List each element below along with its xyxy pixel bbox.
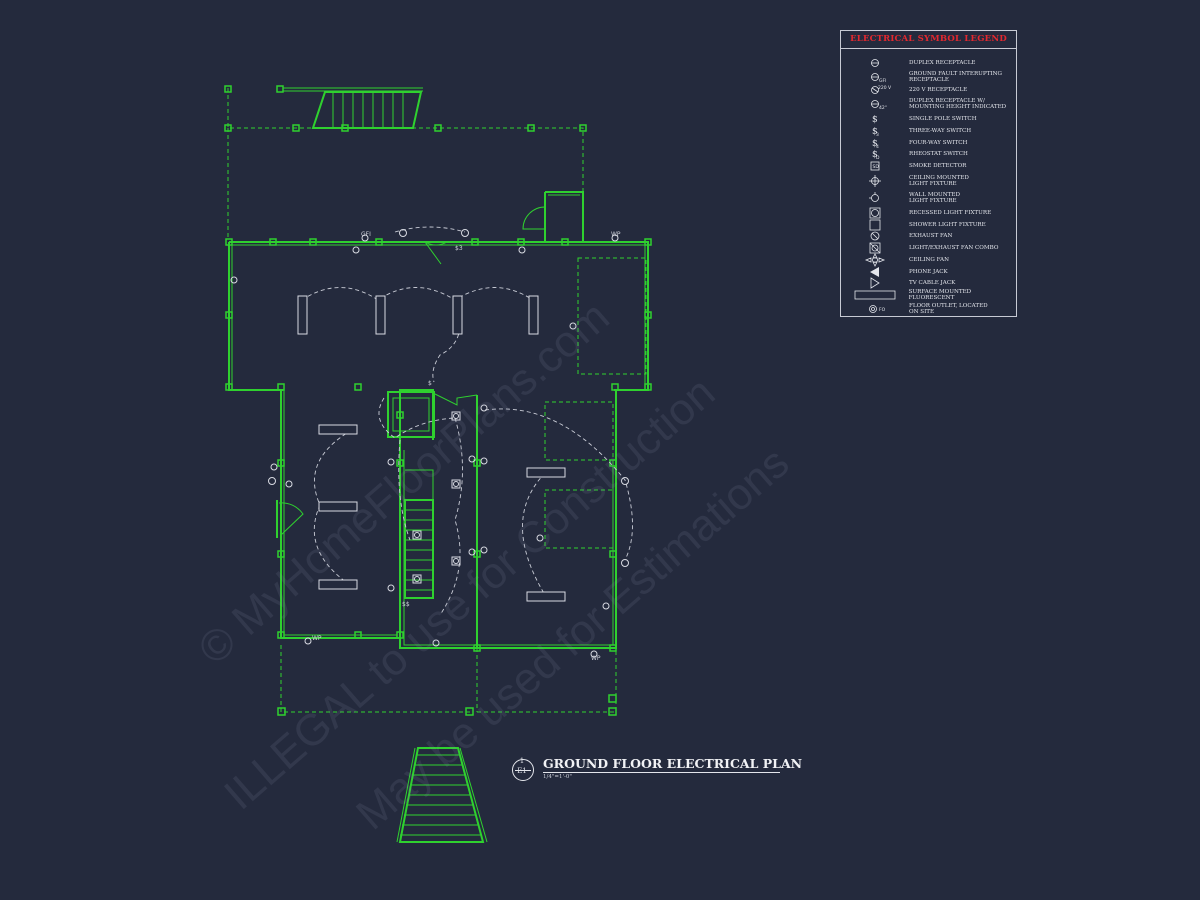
svg-text:SD: SD xyxy=(873,164,880,170)
drawing-title: GROUND FLOOR ELECTRICAL PLAN xyxy=(543,756,803,771)
legend-item: .s{fill:none;stroke:#e4e6ec;stroke-width… xyxy=(841,289,1018,301)
legend-item-label: WALL MOUNTED LIGHT FIXTURE xyxy=(909,192,960,205)
detail-number: 1 xyxy=(519,757,525,765)
legend-item-label: LIGHT/EXHAUST FAN COMBO xyxy=(909,244,999,251)
gfi-receptacle-icon: .s{fill:none;stroke:#e4e6ec;stroke-width… xyxy=(841,71,909,84)
legend-item: .s{fill:none;stroke:#e4e6ec;stroke-width… xyxy=(841,113,1018,125)
svg-text:$$: $$ xyxy=(402,601,410,608)
light-exhaust-combo-icon: .s{fill:none;stroke:#e4e6ec;stroke-width… xyxy=(841,242,909,254)
legend-item: .s{fill:none;stroke:#e4e6ec;stroke-width… xyxy=(841,137,1018,150)
drawing-title-block: 1 E1 GROUND FLOOR ELECTRICAL PLAN 1/4"=1… xyxy=(512,756,812,786)
legend-item: .s{fill:none;stroke:#e4e6ec;stroke-width… xyxy=(841,266,1018,278)
legend-item: .s{fill:none;stroke:#e4e6ec;stroke-width… xyxy=(841,277,1018,289)
recessed-light-icon: .s{fill:none;stroke:#e4e6ec;stroke-width… xyxy=(841,207,909,219)
svg-text:4: 4 xyxy=(876,144,879,150)
rear-stair xyxy=(283,87,423,129)
legend-item: .s{fill:none;stroke:#e4e6ec;stroke-width… xyxy=(841,57,1018,69)
legend-item-label: SINGLE POLE SWITCH xyxy=(909,115,977,122)
electrical-symbol-legend: ELECTRICAL SYMBOL LEGEND .s{fill:none;st… xyxy=(840,30,1017,317)
tv-cable-jack-icon: .s{fill:none;stroke:#e4e6ec;stroke-width… xyxy=(841,277,909,289)
legend-item: .s{fill:none;stroke:#e4e6ec;stroke-width… xyxy=(841,84,1018,96)
svg-text:WP: WP xyxy=(312,635,322,642)
svg-text:220 V: 220 V xyxy=(878,85,892,91)
wall-posts xyxy=(225,238,652,652)
legend-item-label: FOUR-WAY SWITCH xyxy=(909,139,968,146)
legend-item-label: SHOWER LIGHT FIXTURE xyxy=(909,221,986,228)
front-porch xyxy=(277,645,617,843)
svg-text:WP: WP xyxy=(591,655,601,662)
legend-item: .s{fill:none;stroke:#e4e6ec;stroke-width… xyxy=(841,303,1018,315)
legend-item: .s{fill:none;stroke:#e4e6ec;stroke-width… xyxy=(841,160,1018,172)
fluorescent-fixtures xyxy=(297,295,566,602)
detail-marker xyxy=(512,759,534,781)
svg-text:$: $ xyxy=(872,115,878,125)
220v-receptacle-icon: .s{fill:none;stroke:#e4e6ec;stroke-width… xyxy=(841,84,909,96)
svg-text:FO: FO xyxy=(879,307,886,313)
ceiling-fan-icon: .s{fill:none;stroke:#e4e6ec;stroke-width… xyxy=(841,253,909,267)
legend-item: .s{fill:none;stroke:#e4e6ec;stroke-width… xyxy=(841,125,1018,138)
svg-text:GFI: GFI xyxy=(879,78,886,84)
three-way-switch-icon: .s{fill:none;stroke:#e4e6ec;stroke-width… xyxy=(841,125,909,138)
legend-item-label: PHONE JACK xyxy=(909,268,948,275)
svg-text:$: $ xyxy=(428,380,432,387)
drawing-scale: 1/4"=1'-0" xyxy=(543,774,572,780)
legend-item-label: TV CABLE JACK xyxy=(909,279,956,286)
ceiling-light-icon: .s{fill:none;stroke:#e4e6ec;stroke-width… xyxy=(841,175,909,188)
legend-item: .s{fill:none;stroke:#e4e6ec;stroke-width… xyxy=(841,230,1018,242)
legend-item-label: THREE-WAY SWITCH xyxy=(909,127,972,134)
rheostat-switch-icon: .s{fill:none;stroke:#e4e6ec;stroke-width… xyxy=(841,148,909,161)
legend-item-label: CEILING MOUNTED LIGHT FIXTURE xyxy=(909,175,969,188)
legend-item-label: RECESSED LIGHT FIXTURE xyxy=(909,209,992,216)
legend-item-label: 220 V RECEPTACLE xyxy=(909,86,968,93)
legend-item-label: RHEOSTAT SWITCH xyxy=(909,150,968,157)
exhaust-fan-icon: .s{fill:none;stroke:#e4e6ec;stroke-width… xyxy=(841,230,909,242)
fluorescent-icon: .s{fill:none;stroke:#e4e6ec;stroke-width… xyxy=(841,289,909,301)
legend-item-label: DUPLEX RECEPTACLE xyxy=(909,59,976,66)
svg-text:$: $ xyxy=(872,150,878,160)
legend-item: .s{fill:none;stroke:#e4e6ec;stroke-width… xyxy=(841,148,1018,161)
legend-item-label: SMOKE DETECTOR xyxy=(909,162,967,169)
floor-outlet-icon: .s{fill:none;stroke:#e4e6ec;stroke-width… xyxy=(841,303,909,315)
legend-item-label: EXHAUST FAN xyxy=(909,232,953,239)
four-way-switch-icon: .s{fill:none;stroke:#e4e6ec;stroke-width… xyxy=(841,137,909,150)
svg-text:GFI: GFI xyxy=(361,231,371,238)
electrical-devices: GFI WP WP WP $3 $ $$ xyxy=(230,229,629,662)
legend-item-label: SURFACE MOUNTED FLUORESCENT xyxy=(908,289,972,302)
legend-item: .s{fill:none;stroke:#e4e6ec;stroke-width… xyxy=(841,175,1018,188)
legend-item-label: GROUND FAULT INTERUPTING RECEPTACLE xyxy=(909,71,1002,84)
svg-text:3: 3 xyxy=(876,132,879,138)
legend-item: .s{fill:none;stroke:#e4e6ec;stroke-width… xyxy=(841,207,1018,219)
legend-title: ELECTRICAL SYMBOL LEGEND xyxy=(841,31,1016,49)
svg-text:$: $ xyxy=(872,127,878,137)
legend-item: .s{fill:none;stroke:#e4e6ec;stroke-width… xyxy=(841,253,1018,267)
legend-item: .s{fill:none;stroke:#e4e6ec;stroke-width… xyxy=(841,98,1018,111)
title-underline xyxy=(543,772,780,773)
smoke-detector-icon: .s{fill:none;stroke:#e4e6ec;stroke-width… xyxy=(841,160,909,172)
legend-item-label: CEILING FAN xyxy=(909,256,949,263)
legend-item: .s{fill:none;stroke:#e4e6ec;stroke-width… xyxy=(841,242,1018,254)
svg-text:42": 42" xyxy=(879,105,887,111)
sheet-number: E1 xyxy=(517,767,527,775)
svg-text:D: D xyxy=(876,155,880,161)
duplex-receptacle-icon: .s{fill:none;stroke:#e4e6ec;stroke-width… xyxy=(841,57,909,69)
svg-text:$3: $3 xyxy=(455,245,463,252)
svg-text:$: $ xyxy=(872,139,878,149)
svg-text:WP: WP xyxy=(611,231,621,238)
legend-item: .s{fill:none;stroke:#e4e6ec;stroke-width… xyxy=(841,192,1018,204)
legend-item-label: FLOOR OUTLET, LOCATED ON SITE xyxy=(909,303,988,316)
switch-wiring xyxy=(301,226,633,616)
wall-light-icon: .s{fill:none;stroke:#e4e6ec;stroke-width… xyxy=(841,192,909,204)
legend-item-label: DUPLEX RECEPTACLE W/ MOUNTING HEIGHT IND… xyxy=(909,98,1007,111)
single-pole-switch-icon: .s{fill:none;stroke:#e4e6ec;stroke-width… xyxy=(841,113,909,125)
rear-deck xyxy=(224,85,587,240)
shower-light-icon: .s{fill:none;stroke:#e4e6ec;stroke-width… xyxy=(841,219,909,231)
duplex-receptacle-height-icon: .s{fill:none;stroke:#e4e6ec;stroke-width… xyxy=(841,98,909,111)
legend-item: .s{fill:none;stroke:#e4e6ec;stroke-width… xyxy=(841,219,1018,231)
phone-jack-icon: .s{fill:none;stroke:#e4e6ec;stroke-width… xyxy=(841,266,909,278)
legend-item: .s{fill:none;stroke:#e4e6ec;stroke-width… xyxy=(841,71,1018,84)
